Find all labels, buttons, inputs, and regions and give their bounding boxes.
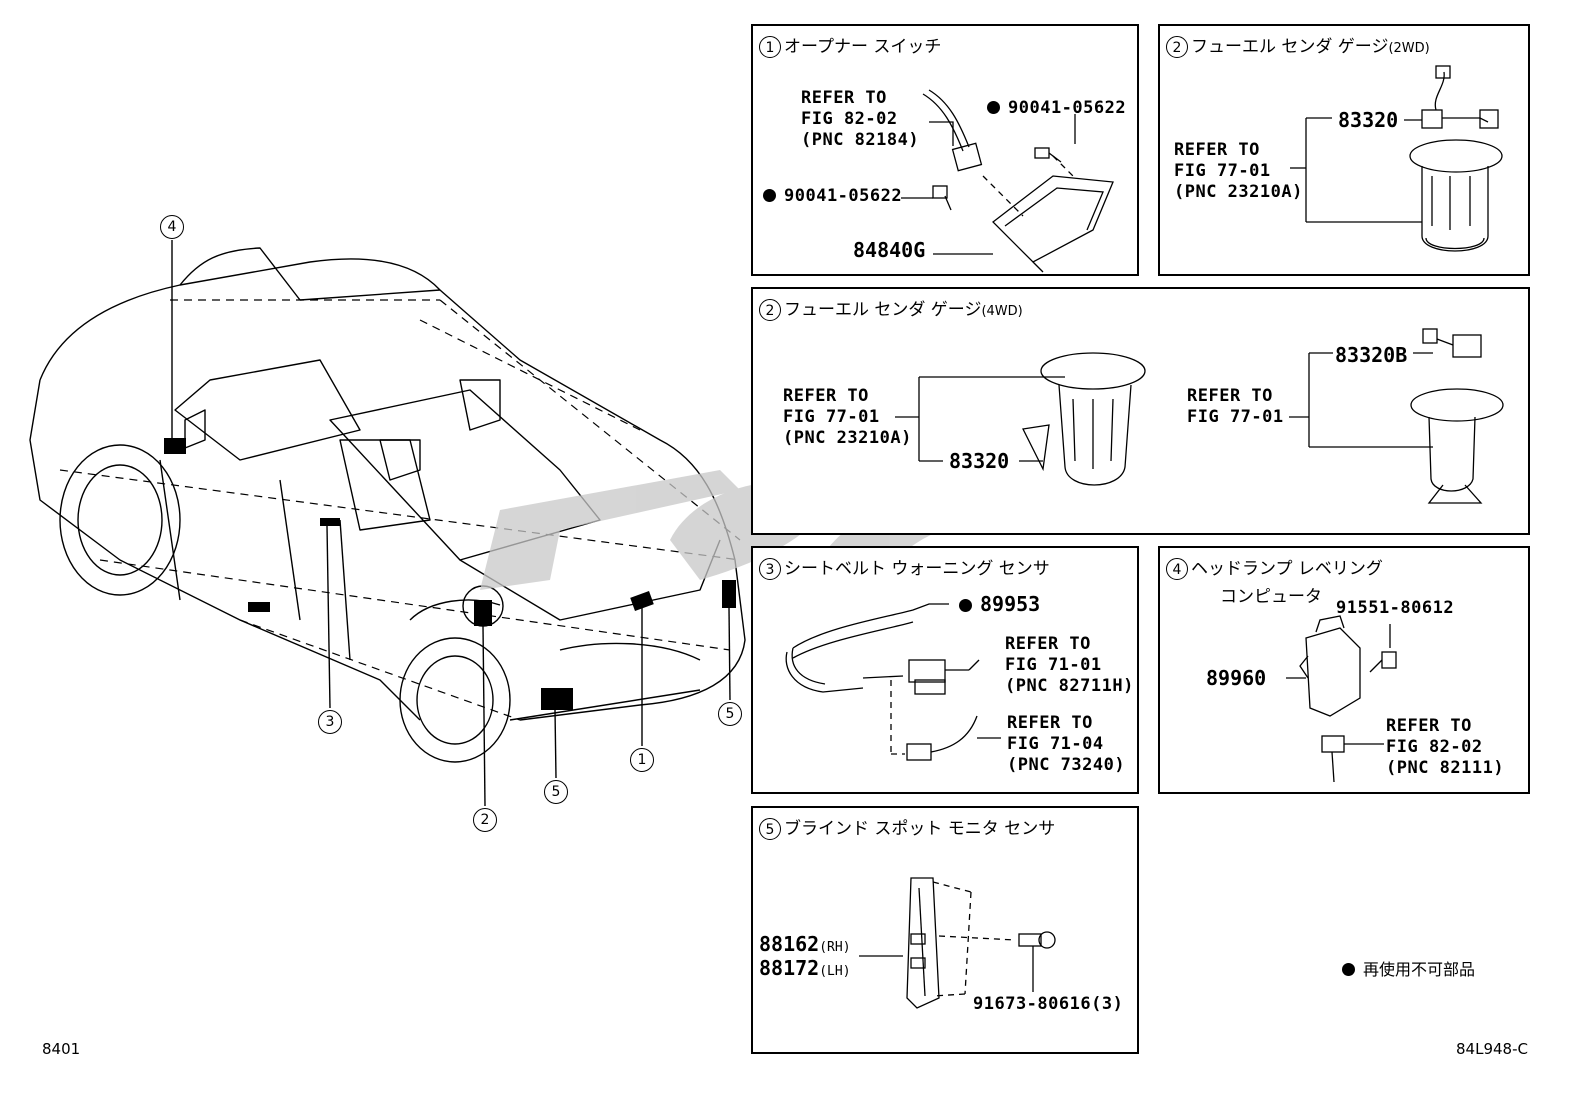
refer-line: FIG 82-02	[1386, 737, 1483, 757]
part-number: 91673-80616	[973, 994, 1092, 1014]
refer-line: (PNC 23210A)	[783, 428, 912, 448]
callout-5-front[interactable]: 5	[544, 780, 568, 804]
refer-line: (PNC 73240)	[1007, 755, 1126, 775]
refer-label: REFER TO FIG 82-02 (PNC 82184)	[801, 88, 919, 151]
bolt-left-label: 90041-05622	[763, 186, 902, 206]
fuel-sender-2wd-drawing	[1290, 65, 1503, 252]
non-reusable-dot-icon	[763, 189, 776, 202]
side-label: (RH)	[819, 940, 851, 955]
refer-label-right: REFER TO FIG 77-01	[1187, 386, 1284, 428]
panel-number: 3	[759, 558, 781, 580]
refer-line: REFER TO	[1174, 140, 1260, 160]
refer-line: REFER TO	[783, 386, 869, 406]
vehicle-illustration	[29, 240, 746, 807]
panel-title-text: フューエル センダ ゲージ	[784, 300, 982, 320]
refer-label-left: REFER TO FIG 77-01 (PNC 23210A)	[783, 386, 912, 449]
refer-label-1: REFER TO FIG 71-01 (PNC 82711H)	[1005, 634, 1134, 697]
opener-switch-drawing	[901, 89, 1114, 273]
part-number-84840g[interactable]: 84840G	[853, 238, 926, 262]
callout-1[interactable]: 1	[630, 748, 654, 772]
panel-number: 4	[1166, 558, 1188, 580]
refer-line: REFER TO	[1386, 716, 1472, 736]
refer-line: REFER TO	[1007, 713, 1093, 733]
bolt-label: 91673-80616(3)	[973, 994, 1123, 1014]
panel-number: 2	[1166, 36, 1188, 58]
seatbelt-sensor-drawing	[785, 603, 1001, 761]
refer-line: FIG 71-01	[1005, 655, 1102, 675]
callout-3[interactable]: 3	[318, 710, 342, 734]
part-number-83320[interactable]: 83320	[1338, 108, 1399, 132]
panel-title-suffix: (4WD)	[981, 304, 1023, 319]
refer-line: REFER TO	[801, 88, 887, 108]
part-number: 89953	[980, 592, 1041, 616]
refer-line: REFER TO	[1187, 386, 1273, 406]
figure-number: 8401	[42, 1040, 81, 1058]
panel-number: 1	[759, 36, 781, 58]
part-number-88162-rh[interactable]: 88162(RH)	[759, 932, 851, 956]
panel-title-text: ブラインド スポット モニタ センサ	[784, 819, 1056, 839]
panel-title-text: オープナー スイッチ	[784, 37, 942, 57]
panel-title-text: フューエル センダ ゲージ	[1191, 37, 1389, 57]
headlamp-computer-drawing	[1286, 615, 1397, 783]
refer-line: FIG 77-01	[1187, 407, 1284, 427]
refer-line: (PNC 23210A)	[1174, 182, 1303, 202]
callout-4[interactable]: 4	[160, 215, 184, 239]
refer-line: FIG 77-01	[783, 407, 880, 427]
part-number: 88172	[759, 956, 820, 980]
refer-line: (PNC 82711H)	[1005, 676, 1134, 696]
panel-title-line2: コンピュータ	[1220, 587, 1322, 607]
panel-title-text: ヘッドランプ レベリング	[1191, 559, 1383, 579]
part-number-83320b[interactable]: 83320B	[1335, 343, 1408, 367]
legend-non-reusable: 再使用不可部品	[1342, 956, 1475, 980]
part-number: 88162	[759, 932, 820, 956]
part-number-89953[interactable]: 89953	[959, 592, 1040, 616]
non-reusable-dot-icon	[1342, 963, 1355, 976]
bolt-label: 91551-80612	[1336, 598, 1455, 618]
quantity: (3)	[1091, 994, 1124, 1014]
part-number-88172-lh[interactable]: 88172(LH)	[759, 956, 851, 980]
refer-line: (PNC 82111)	[1386, 758, 1505, 778]
panel-number: 2	[759, 299, 781, 321]
part-number: 90041-05622	[1008, 98, 1127, 118]
part-number-83320-4wd[interactable]: 83320	[949, 449, 1010, 473]
refer-label-2: REFER TO FIG 71-04 (PNC 73240)	[1007, 713, 1125, 776]
non-reusable-dot-icon	[987, 101, 1000, 114]
illustration-code: 84L948-C	[1456, 1040, 1528, 1058]
callout-5-rear[interactable]: 5	[718, 702, 742, 726]
panel-number: 5	[759, 818, 781, 840]
non-reusable-dot-icon	[959, 599, 972, 612]
refer-label: REFER TO FIG 77-01 (PNC 23210A)	[1174, 140, 1303, 203]
side-label: (LH)	[819, 964, 851, 979]
refer-line: FIG 82-02	[801, 109, 898, 129]
refer-line: REFER TO	[1005, 634, 1091, 654]
refer-line: FIG 77-01	[1174, 161, 1271, 181]
bolt-top-label: 90041-05622	[987, 98, 1126, 118]
legend-text: 再使用不可部品	[1363, 960, 1476, 979]
callout-2[interactable]: 2	[473, 808, 497, 832]
panel-title-suffix: (2WD)	[1388, 41, 1430, 56]
part-number: 90041-05622	[784, 186, 903, 206]
refer-line: FIG 71-04	[1007, 734, 1104, 754]
fuel-sender-4wd-drawing	[895, 328, 1504, 504]
blind-spot-sensor-drawing	[859, 877, 1056, 1009]
panel-title-text: シートベルト ウォーニング センサ	[784, 559, 1050, 579]
refer-label: REFER TO FIG 82-02 (PNC 82111)	[1386, 716, 1504, 779]
part-number-89960[interactable]: 89960	[1206, 666, 1267, 690]
refer-line: (PNC 82184)	[801, 130, 920, 150]
